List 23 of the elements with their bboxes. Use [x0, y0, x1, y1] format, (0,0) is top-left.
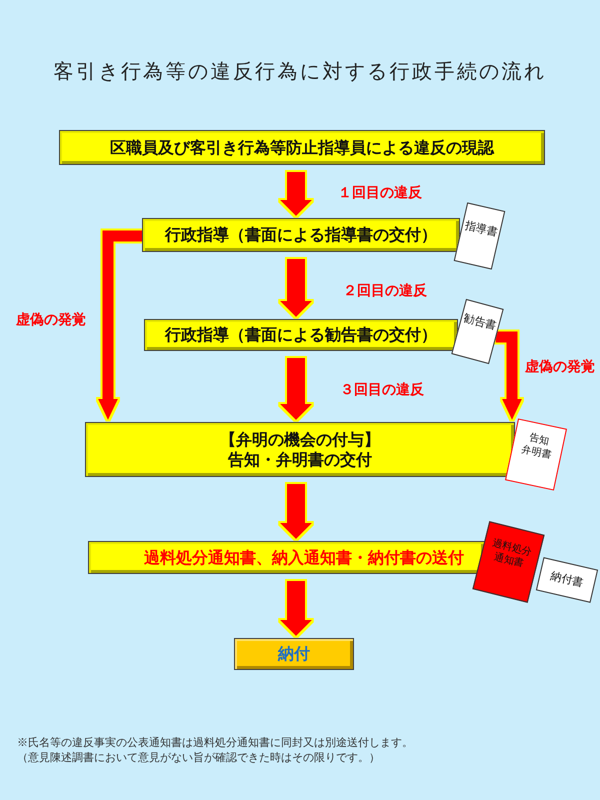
step-text: 告知・弁明書の交付 [228, 450, 372, 470]
edge-label: 虚偽の発覚 [525, 359, 595, 376]
document-sheet: 勧告書 [450, 298, 504, 364]
title: 客引き行為等の違反行為に対する行政手続の流れ [54, 59, 546, 83]
document-sheet: 過料処分通知書 [472, 521, 544, 603]
elbow-arrow [496, 332, 522, 422]
elbow-arrow [98, 230, 142, 422]
document-sheet: 告知弁明書 [505, 418, 567, 490]
document-sheet: 指導書 [453, 202, 505, 270]
edge-label: ３回目の違反 [340, 382, 424, 399]
process-box: 過料処分通知書、納入通知書・納付書の送付 [88, 541, 485, 574]
edge-label: １回目の違反 [338, 185, 422, 202]
document-sheet: 納付書 [536, 557, 598, 603]
heading-text: 【弁明の機会の付与】 [220, 430, 380, 450]
footnote: ※氏名等の違反事実の公表通知書は過料処分通知書に同封又は別途送付します。 [17, 736, 413, 750]
process-box [85, 422, 515, 477]
edge-label: 虚偽の発覚 [16, 312, 86, 329]
process-box: 行政指導（書面による勧告書の交付） [144, 319, 458, 351]
process-box: 区職員及び客引き行為等防止指導員による違反の現認 [59, 130, 545, 165]
footnote: （意見陳述調書において意見がない旨が確認できた時はその限りです。） [17, 751, 380, 764]
edge-label: ２回目の違反 [343, 283, 427, 300]
process-box: 行政指導（書面による指導書の交付） [142, 218, 460, 252]
process-box: 納付 [234, 638, 354, 670]
